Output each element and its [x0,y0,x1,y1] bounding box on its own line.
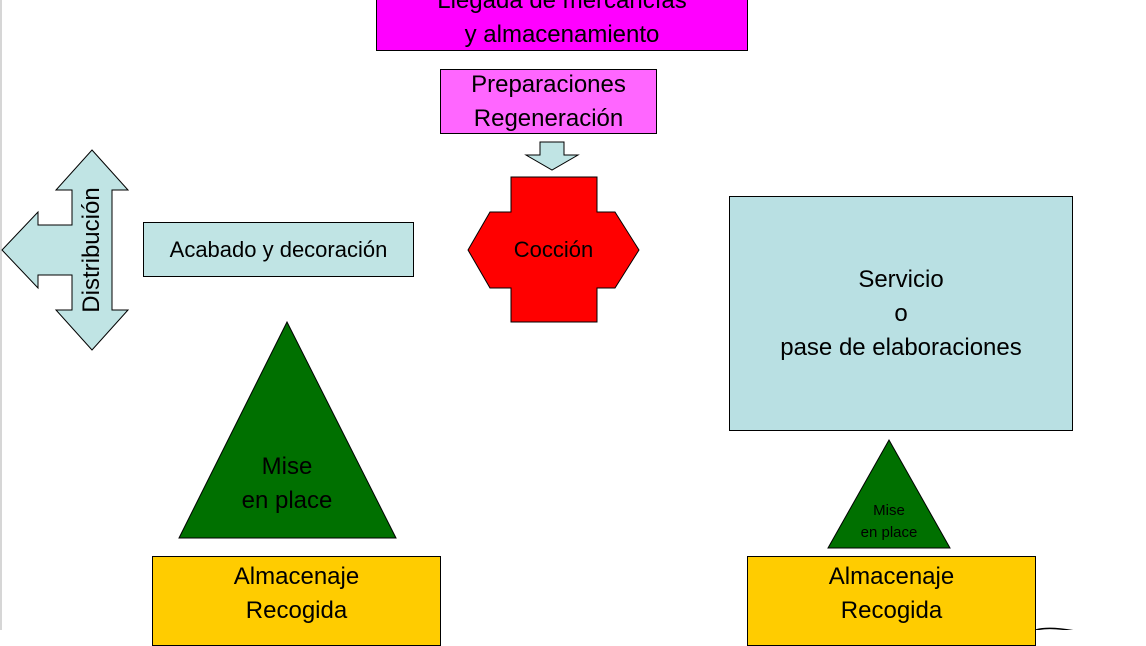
coccion-text: Cocción [513,237,594,262]
process-diagram: Llegada de mercancías y almacenamiento P… [0,0,1074,646]
almacenaje-right-line2: Recogida [840,597,943,624]
llegada-mercancias-box: Llegada de mercancías y almacenamiento [376,0,748,51]
almacenaje-left-line2: Recogida [245,597,348,624]
servicio-line2: o [894,299,908,327]
acabado-label: Acabado y decoración [169,236,388,262]
preparaciones-box: Preparaciones Regeneración [440,69,657,134]
mise-right-label: Mise en place [839,500,939,544]
almacenaje-recogida-box-left: Almacenaje Recogida [152,556,441,646]
llegada-line2: y almacenamiento [464,20,660,48]
partial-connector-curve [1035,627,1074,630]
mise-left-line1: Mise [261,453,313,480]
acabado-decoracion-box: Acabado y decoración [143,222,414,277]
servicio-line3: pase de elaboraciones [780,333,1022,361]
mise-en-place-triangle-right [827,438,951,549]
distribucion-label: Distribución [78,187,106,312]
llegada-line1: Llegada de mercancías [437,0,687,14]
coccion-arrow-shape [467,176,640,323]
servicio-line1: Servicio [858,265,944,293]
left-divider [0,0,2,630]
servicio-box: Servicio o pase de elaboraciones [729,196,1073,431]
mise-right-line1: Mise [873,502,905,519]
down-arrow-shape [524,141,580,171]
coccion-label: Cocción [468,237,639,263]
almacenaje-left-line1: Almacenaje [233,563,360,590]
mise-en-place-triangle-left [178,320,397,539]
diagram-shapes [1,141,1074,630]
almacenaje-right-line1: Almacenaje [828,563,955,590]
mise-right-line2: en place [860,524,918,541]
distribucion-text: Distribución [78,187,105,313]
mise-left-label: Mise en place [207,450,367,518]
mise-left-line2: en place [241,487,333,514]
preparaciones-line2: Regeneración [473,104,624,132]
distribucion-arrow-shape [1,149,130,351]
almacenaje-recogida-box-right: Almacenaje Recogida [747,556,1036,646]
preparaciones-line1: Preparaciones [471,70,626,98]
